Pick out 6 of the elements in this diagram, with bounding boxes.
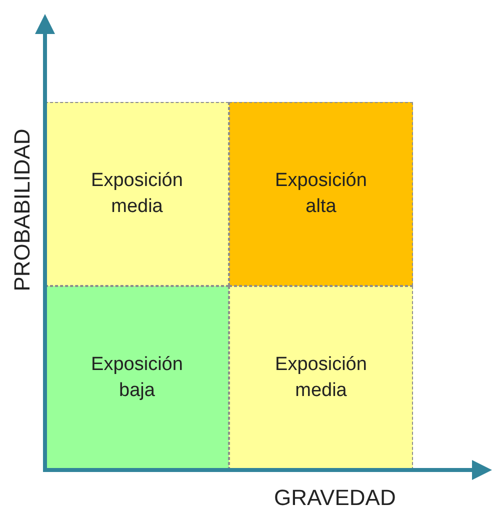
x-axis-title: GRAVEDAD	[274, 485, 396, 510]
risk-matrix-cell: Exposición media	[45, 102, 229, 286]
risk-matrix-cell: Exposición alta	[229, 102, 413, 286]
y-axis-title: PROBABILIDAD	[8, 128, 35, 292]
risk-matrix-cell: Exposición baja	[45, 286, 229, 470]
risk-matrix-cell: Exposición media	[229, 286, 413, 470]
